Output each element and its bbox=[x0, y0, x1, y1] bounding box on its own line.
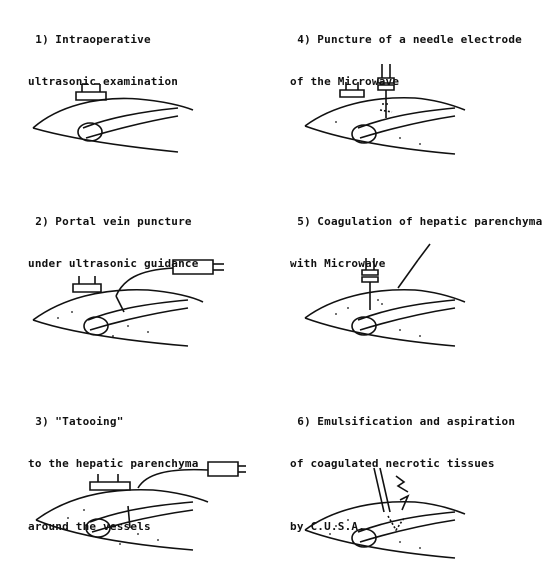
step-6-illustration bbox=[300, 460, 490, 560]
syringe bbox=[208, 462, 238, 476]
step-4-line-1: Puncture of a needle electrode bbox=[317, 33, 522, 46]
step-2-number: 2) bbox=[35, 211, 55, 232]
liver-outline bbox=[33, 98, 193, 128]
step-5-panel: 5)Coagulation of hepatic parenchyma with… bbox=[270, 190, 540, 378]
step-4-illustration bbox=[300, 60, 470, 160]
ultrasound-probe bbox=[90, 482, 130, 490]
puncture-needle bbox=[138, 470, 208, 488]
step-1-illustration bbox=[28, 66, 198, 156]
step-2-illustration bbox=[28, 240, 228, 350]
portal-vein bbox=[83, 108, 178, 138]
step-3-illustration bbox=[28, 458, 248, 568]
cusa-tool bbox=[374, 468, 384, 512]
step-6-panel: 6)Emulsification and aspiration of coagu… bbox=[270, 390, 540, 578]
step-1-panel: 1)Intraoperative ultrasonic examination bbox=[8, 8, 278, 196]
microwave-electrode bbox=[362, 258, 378, 310]
step-5-illustration bbox=[300, 240, 490, 350]
step-3-number: 3) bbox=[35, 411, 55, 432]
step-5-number: 5) bbox=[297, 211, 317, 232]
step-3-line-1: "Tatooing" bbox=[55, 415, 123, 428]
ultrasound-probe bbox=[76, 92, 106, 100]
ultrasound-probe bbox=[340, 90, 364, 97]
step-4-panel: 4)Puncture of a needle electrode of the … bbox=[270, 8, 540, 196]
step-6-number: 6) bbox=[297, 411, 317, 432]
step-5-line-1: Coagulation of hepatic parenchyma bbox=[317, 215, 542, 228]
step-2-panel: 2)Portal vein puncture under ultrasonic … bbox=[8, 190, 278, 378]
ultrasound-probe bbox=[73, 284, 101, 292]
syringe bbox=[173, 260, 213, 274]
step-1-line-1: Intraoperative bbox=[55, 33, 151, 46]
step-2-line-1: Portal vein puncture bbox=[55, 215, 191, 228]
microwave-needle bbox=[398, 260, 418, 288]
step-4-number: 4) bbox=[297, 29, 317, 50]
step-6-line-1: Emulsification and aspiration bbox=[317, 415, 515, 428]
step-1-number: 1) bbox=[35, 29, 55, 50]
step-3-panel: 3)"Tatooing" to the hepatic parenchyma a… bbox=[8, 390, 278, 578]
